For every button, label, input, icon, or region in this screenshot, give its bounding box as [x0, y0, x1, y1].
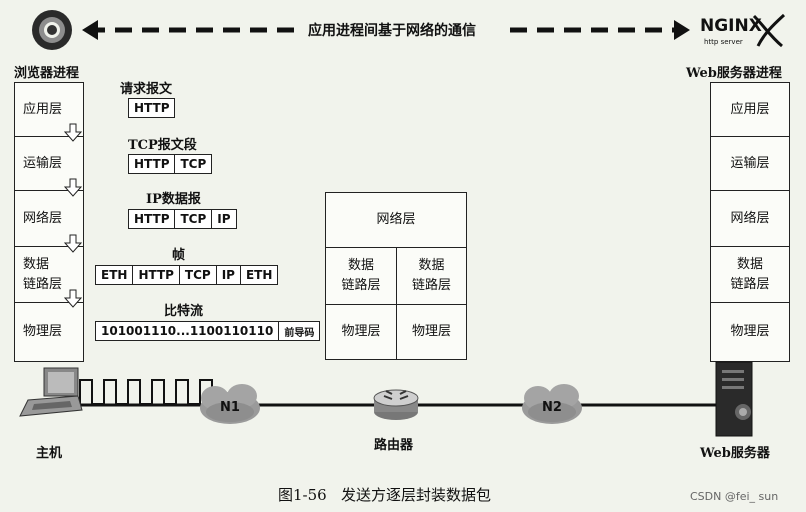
nginx-tagline: http server [704, 38, 743, 46]
nginx-logo-text: NGINX [700, 16, 762, 36]
left-down-arrows [63, 123, 83, 308]
packet-ip-title: IP数据报 [146, 192, 201, 207]
packet-tcp: HTTP TCP [128, 154, 213, 174]
packet-field: HTTP [133, 266, 180, 284]
left-layer-app: 应用层 [15, 83, 83, 137]
packet-field: HTTP [134, 101, 170, 115]
n2-cloud-icon [522, 384, 582, 424]
packet-field: ETH [96, 266, 134, 284]
packet-tcp-title: TCP报文段 [128, 138, 197, 153]
top-arrow [82, 20, 690, 40]
right-layer-app: 应用层 [711, 83, 789, 137]
server-icon [715, 361, 753, 437]
server-stack: 应用层 运输层 网络层 数据 链路层 物理层 [710, 82, 790, 362]
packet-field: ETH [245, 268, 273, 282]
packet-frame: ETH HTTP TCP IP ETH [95, 265, 279, 285]
right-layer-transport: 运输层 [711, 137, 789, 191]
packet-field: IP [217, 266, 241, 284]
packet-field: TCP [175, 210, 213, 228]
network-diagram [19, 361, 753, 437]
packet-request-title: 请求报文 [120, 82, 173, 97]
router-physical-right: 物理层 [396, 304, 467, 360]
router-label: 路由器 [374, 438, 414, 453]
down-arrow-icon [63, 234, 83, 253]
router-datalink-right: 数据 链路层 [396, 247, 467, 305]
left-layer-transport: 运输层 [15, 137, 83, 191]
packet-field: HTTP [129, 210, 176, 228]
left-layer-network: 网络层 [15, 191, 83, 247]
left-layer-physical: 物理层 [23, 324, 63, 339]
host-label: 主机 [36, 446, 63, 461]
down-arrow-icon [63, 123, 83, 142]
packet-ip: HTTP TCP IP [128, 209, 237, 229]
router-network-layer: 网络层 [325, 192, 467, 248]
packet-field: 101001110...1100110110 [96, 322, 280, 340]
left-stack-title: 浏览器进程 [14, 66, 80, 81]
top-caption: 应用进程间基于网络的通信 [308, 23, 476, 39]
router-datalink-left: 数据 链路层 [325, 247, 397, 305]
figure-caption: 图1-56 发送方逐层封装数据包 [278, 486, 492, 504]
browser-icon [32, 10, 72, 50]
router-physical-left: 物理层 [325, 304, 397, 360]
packet-request: HTTP [128, 98, 176, 118]
bitstream-wave [79, 379, 213, 405]
n1-label: N1 [220, 400, 240, 415]
packet-bits: 101001110...1100110110 前导码 [95, 321, 321, 341]
n1-cloud-icon [200, 384, 260, 424]
packet-field: HTTP [129, 155, 176, 173]
packet-field: IP [217, 212, 231, 226]
router-icon [373, 389, 419, 420]
packet-field: 前导码 [284, 327, 315, 339]
packet-bits-title: 比特流 [164, 304, 204, 319]
right-layer-network: 网络层 [711, 191, 789, 247]
down-arrow-icon [63, 178, 83, 197]
server-label: Web服务器 [700, 446, 770, 461]
left-layer-datalink: 数据 链路层 [15, 247, 83, 303]
packet-field: TCP [180, 157, 207, 171]
right-layer-physical: 物理层 [730, 324, 770, 339]
packet-frame-title: 帧 [172, 248, 186, 263]
right-layer-datalink: 数据 链路层 [711, 247, 789, 303]
n2-label: N2 [542, 400, 562, 415]
packet-field: TCP [180, 266, 217, 284]
laptop-icon [19, 367, 83, 417]
right-stack-title: Web服务器进程 [686, 66, 782, 81]
watermark: CSDN @fei_ sun [690, 490, 779, 503]
nginx-x-icon [752, 13, 786, 48]
nginx-logo: NGINX http server [698, 12, 788, 52]
down-arrow-icon [63, 289, 83, 308]
